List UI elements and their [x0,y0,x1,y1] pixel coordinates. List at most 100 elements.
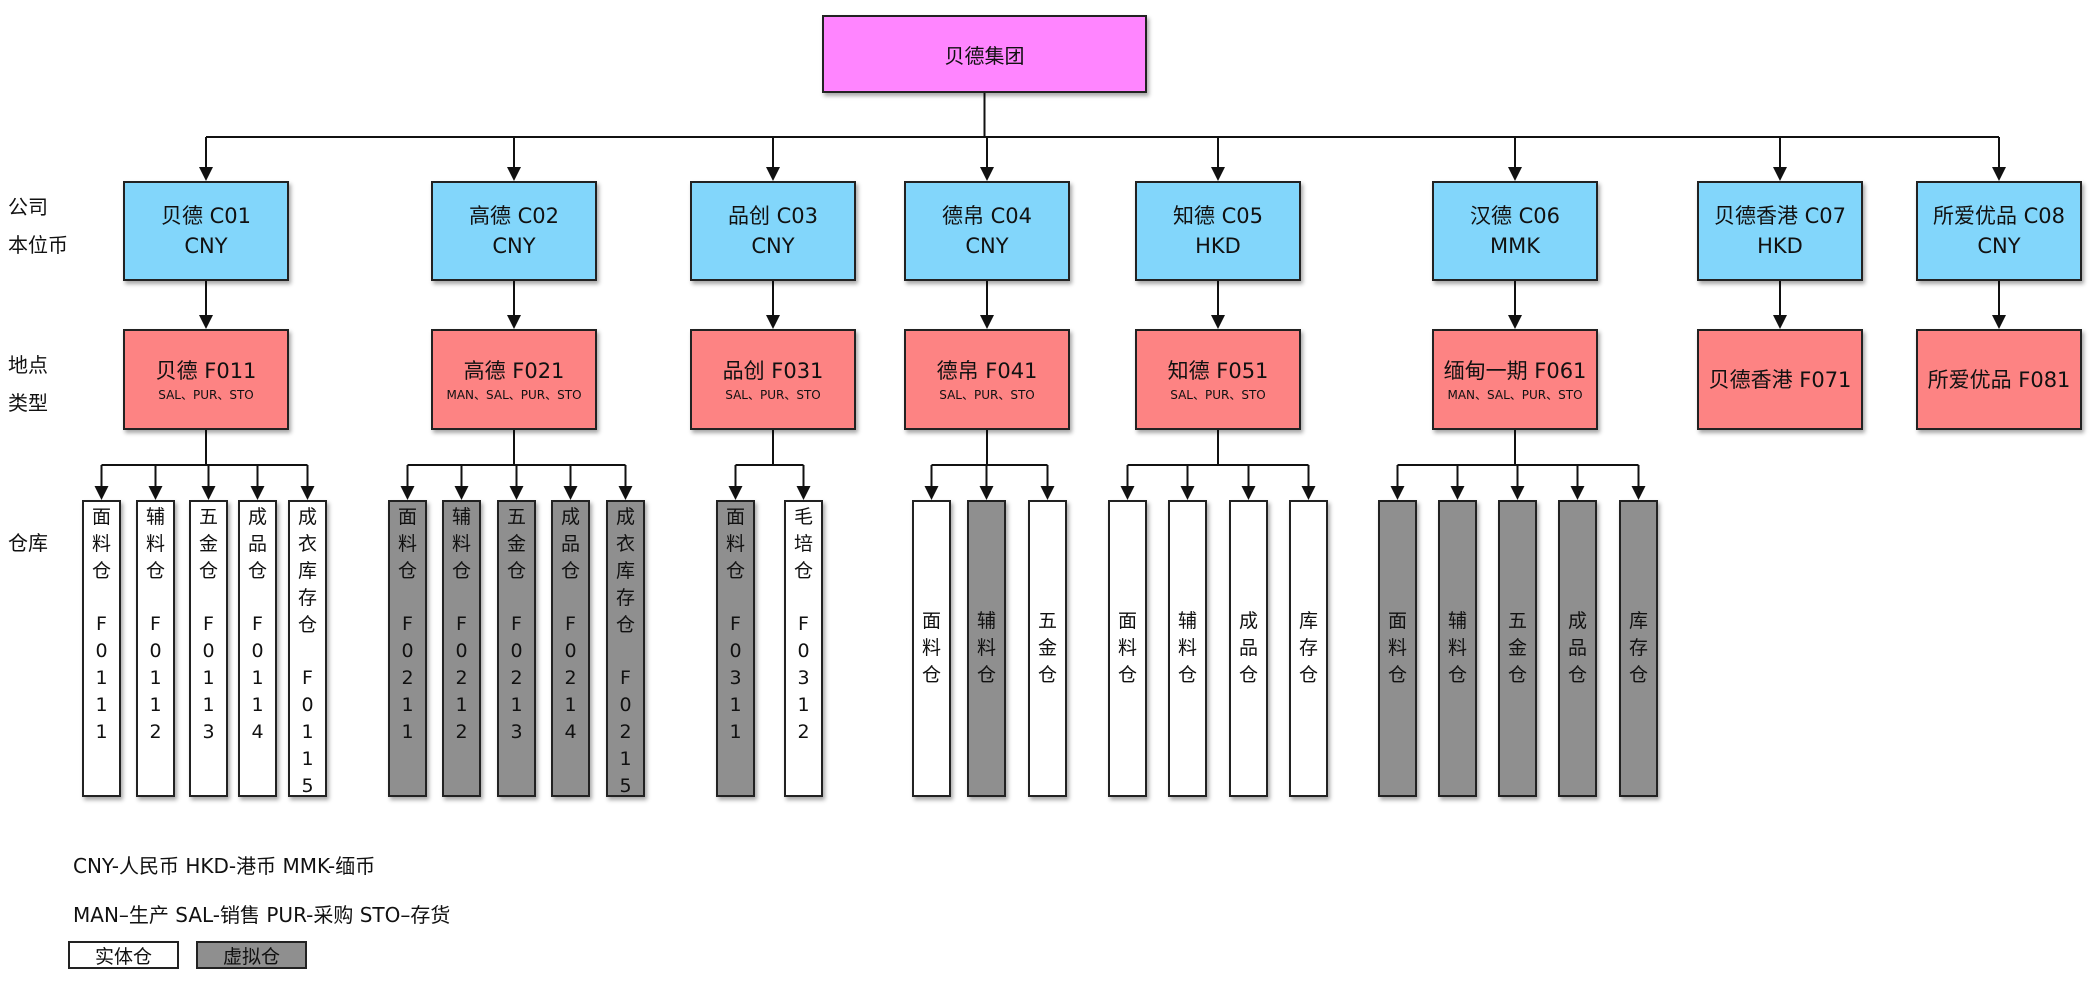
warehouse-name: 成品仓 [247,506,267,582]
warehouse-name: 毛培仓 [793,506,813,582]
arrow-to-warehouse-F021-3-head [509,486,524,500]
site-types: SAL、PUR、STO [725,387,821,402]
company-name: 所爱优品 C08 [1932,204,2066,228]
warehouse-name: 库存仓 [1298,610,1318,686]
arrow-root-to-company-8-head [1992,167,2006,181]
arrow-to-warehouse-F031-2-head [796,486,811,500]
arrow-to-warehouse-F061-5-head [1631,486,1646,500]
arrow-to-warehouse-F011-5-head [300,486,315,500]
warehouse-F041-1: 面料仓 [912,500,951,797]
company-currency: CNY [492,234,536,258]
company-currency: MMK [1489,234,1540,258]
site-name: 缅甸一期 F061 [1443,358,1587,383]
warehouse-F061-3: 五金仓 [1498,500,1537,797]
legend-physical-warehouse: 实体仓 [68,941,179,969]
site-node-7: 贝德香港 F071 [1697,329,1863,430]
arrow-root-to-company-1-head [199,167,213,181]
root-node: 贝德集团 [822,15,1147,93]
arrow-company-to-site-2-head [507,315,521,329]
arrow-to-warehouse-F041-1-head [924,486,939,500]
arrow-to-warehouse-F011-4-head [250,486,265,500]
site-types: MAN、SAL、PUR、STO [1447,387,1583,402]
arrow-to-warehouse-F061-1-head [1390,486,1405,500]
arrow-company-to-site-6-head [1508,315,1522,329]
company-name: 德帛 C04 [941,204,1033,228]
arrow-to-warehouse-F061-3-head [1510,486,1525,500]
company-currency: CNY [965,234,1009,258]
warehouse-name: 面料仓 [1117,610,1137,686]
arrow-to-warehouse-F011-2-head [148,486,163,500]
legend-type-note: MAN–生产 SAL-销售 PUR-采购 STO–存货 [73,903,451,927]
site-name: 贝德香港 F071 [1708,367,1852,392]
arrow-to-warehouse-F051-1-head [1120,486,1135,500]
arrow-company-to-site-5-head [1211,315,1225,329]
warehouse-name: 辅料仓 [1177,610,1197,686]
warehouse-name: 成衣库存仓 [615,506,635,636]
arrow-company-to-site-7-head [1773,315,1787,329]
site-node-8: 所爱优品 F081 [1916,329,2082,430]
company-name: 品创 C03 [727,204,819,228]
site-name: 贝德 F011 [155,358,257,383]
site-name: 德帛 F041 [936,358,1038,383]
site-name: 知德 F051 [1167,358,1269,383]
row-label-warehouse-line1: 仓库 [8,531,48,555]
warehouse-F041-2: 辅料仓 [967,500,1006,797]
warehouse-F061-5: 库存仓 [1619,500,1658,797]
arrow-to-warehouse-F021-5-head [618,486,633,500]
site-name: 品创 F031 [722,358,824,383]
warehouse-name: 成品仓 [560,506,580,582]
arrow-to-warehouse-F021-2-head [454,486,469,500]
site-types: SAL、PUR、STO [939,387,1035,402]
company-currency: HKD [1757,234,1803,258]
warehouse-F061-2: 辅料仓 [1438,500,1477,797]
warehouse-name: 辅料仓 [145,506,165,582]
arrow-root-to-company-6-head [1508,167,1522,181]
row-label-company: 公司 本位币 [8,188,68,264]
warehouse-name: 库存仓 [1628,610,1648,686]
row-label-site-line1: 地点 [8,353,48,377]
warehouse-F051-2: 辅料仓 [1168,500,1207,797]
arrow-to-warehouse-F021-1-head [400,486,415,500]
legend-currency-note: CNY-人民币 HKD-港币 MMK-缅币 [73,854,376,878]
arrow-root-to-company-4-head [980,167,994,181]
warehouse-name: 辅料仓 [976,610,996,686]
company-name: 知德 C05 [1172,204,1264,228]
warehouse-F051-1: 面料仓 [1108,500,1147,797]
warehouse-name: 面料仓 [725,506,745,582]
root-node-label: 贝德集团 [944,43,1025,68]
row-label-type-line2: 类型 [8,391,48,415]
warehouse-name: 五金仓 [1037,610,1057,686]
site-name: 所爱优品 F081 [1927,367,2071,392]
arrow-to-warehouse-F061-2-head [1450,486,1465,500]
company-name: 贝德 C01 [160,204,252,228]
row-label-site: 地点 类型 [8,346,48,422]
site-name: 高德 F021 [463,358,565,383]
company-currency: CNY [1977,234,2021,258]
warehouse-name: 五金仓 [506,506,526,582]
warehouse-name: 成品仓 [1567,610,1587,686]
warehouse-name: 辅料仓 [1447,610,1467,686]
warehouse-name: 五金仓 [198,506,218,582]
